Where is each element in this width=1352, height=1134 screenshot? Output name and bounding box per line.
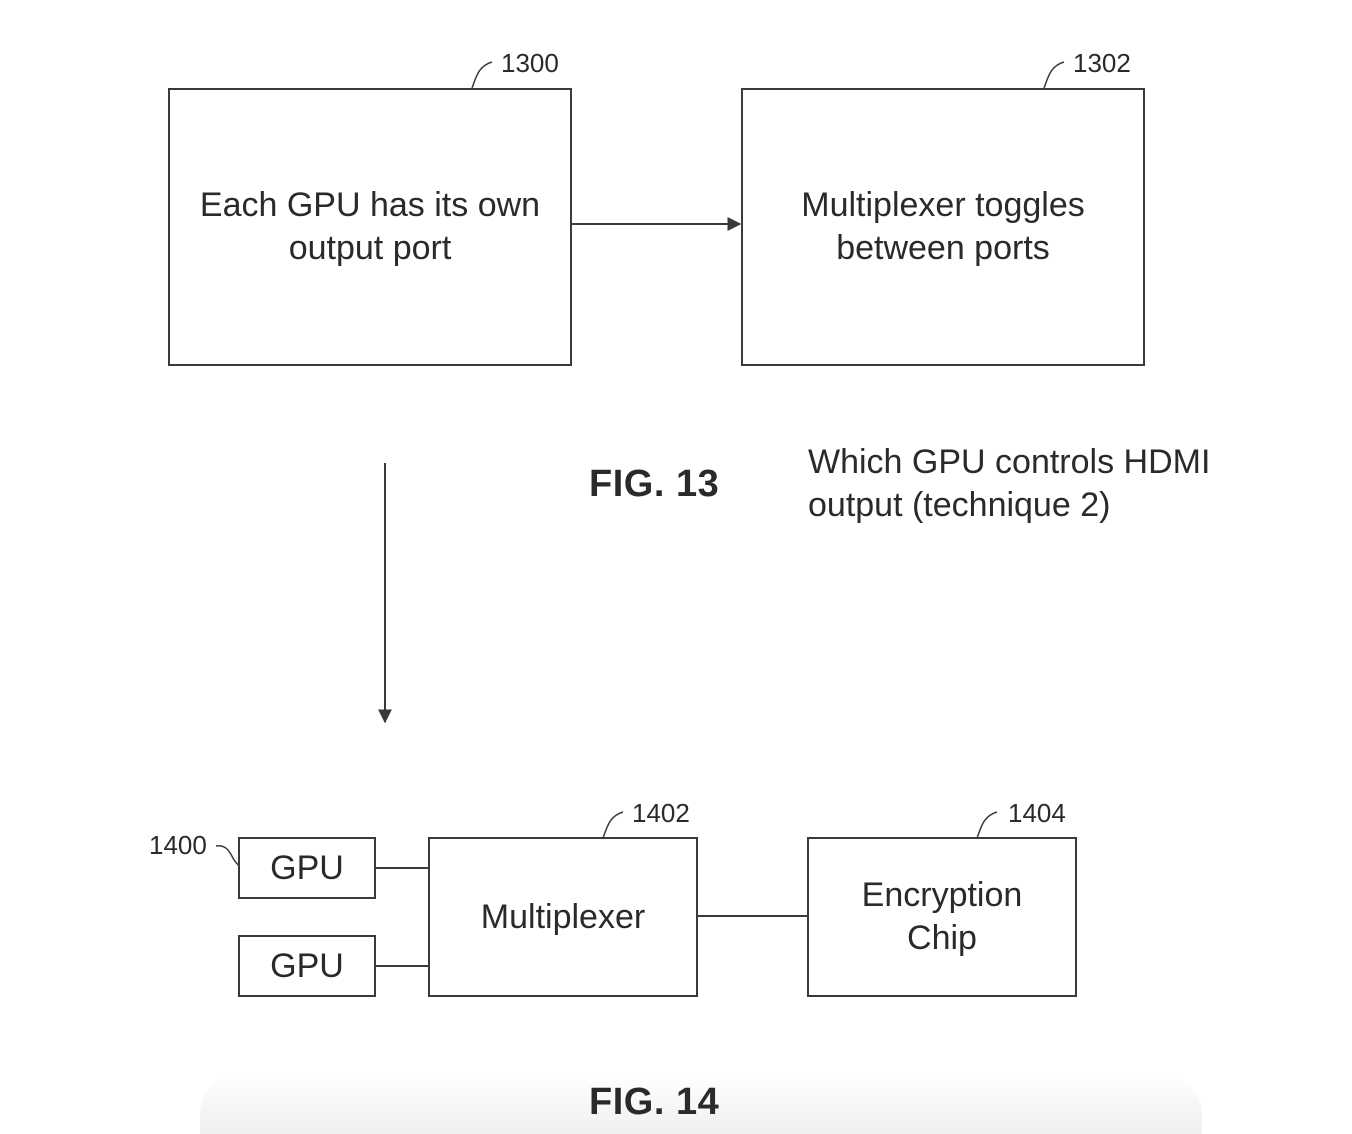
box-1302-line1: Multiplexer toggles — [801, 186, 1085, 224]
gpu-box-1: GPU — [238, 837, 376, 899]
fig13-title: FIG. 13 — [589, 463, 720, 505]
leader-1400 — [215, 844, 240, 867]
leader-1302 — [1043, 61, 1065, 89]
ref-1402: 1402 — [632, 798, 690, 828]
fig14-title: FIG. 14 — [589, 1081, 720, 1123]
box-1300-line1: Each GPU has its own — [199, 186, 541, 224]
box-1300-line2: output port — [288, 229, 452, 267]
box-each-gpu-output-port: Each GPU has its own output port — [168, 88, 572, 366]
fig13-caption: Which GPU controls HDMI output (techniqu… — [808, 441, 1210, 527]
multiplexer-label: Multiplexer — [480, 897, 646, 936]
leader-1402 — [602, 811, 624, 839]
gpu-label-1: GPU — [270, 848, 344, 887]
page-bottom-shadow — [200, 1074, 1202, 1134]
caption-line1: Which GPU controls HDMI — [808, 443, 1211, 481]
encryption-line1: Encryption — [861, 876, 1023, 914]
ref-1404: 1404 — [1008, 798, 1066, 828]
ref-1300: 1300 — [501, 48, 559, 78]
gpu-label-2: GPU — [270, 946, 344, 985]
gpu-box-2: GPU — [238, 935, 376, 997]
leader-1404 — [976, 811, 998, 839]
leader-1300 — [471, 61, 493, 89]
ref-1400: 1400 — [149, 830, 207, 860]
encryption-line2: Chip — [907, 919, 977, 957]
ref-1302: 1302 — [1073, 48, 1131, 78]
caption-line2: output (technique 2) — [808, 486, 1111, 524]
multiplexer-box: Multiplexer — [428, 837, 698, 997]
box-multiplexer-toggles: Multiplexer toggles between ports — [741, 88, 1145, 366]
box-1302-line2: between ports — [836, 229, 1050, 267]
